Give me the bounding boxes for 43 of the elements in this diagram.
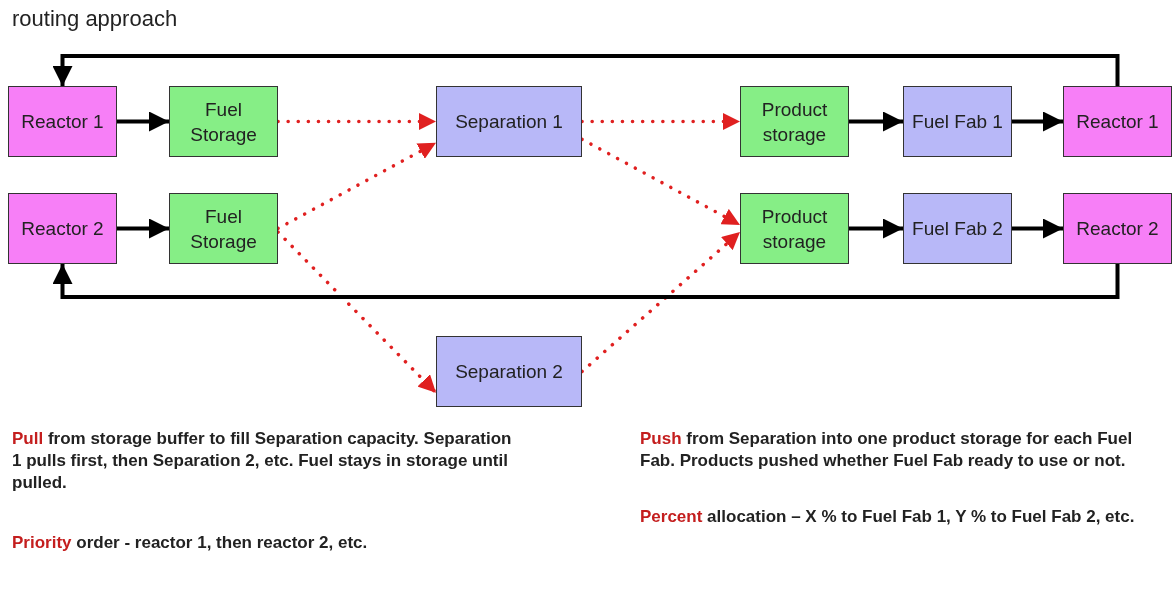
storage-box <box>740 193 849 264</box>
arrow <box>849 218 903 239</box>
box-label: Reactor 2 <box>20 217 105 241</box>
arrow <box>52 264 1120 299</box>
dotted-arrow <box>276 230 438 395</box>
arrow <box>117 218 169 239</box>
dotted-arrow <box>276 112 438 131</box>
arrow <box>849 111 903 132</box>
box-label: Fuel Storage <box>189 204 258 254</box>
reactor-box <box>8 86 117 157</box>
arrow <box>1012 218 1063 239</box>
process-box <box>903 86 1012 157</box>
box-label: Product storage <box>760 97 829 147</box>
box-label: Fuel Fab 2 <box>911 217 1004 241</box>
box-label: Product storage <box>760 204 829 254</box>
process-box <box>436 336 582 407</box>
dotted-arrow <box>580 230 742 374</box>
box-label: Fuel Storage <box>189 97 258 147</box>
storage-box <box>169 86 278 157</box>
dotted-arrow <box>276 141 438 231</box>
note-text: Push from Separation into one product storage for each Fuel Fab. Products pushed whether Fuel Fab ready to use or not. <box>640 428 1134 472</box>
arrow <box>117 111 169 132</box>
note-text: Pull from storage buffer to fill Separation capacity. Separation 1 pulls first, then Separation 2, etc. Fuel stays in storage until pulled. <box>12 428 512 494</box>
reactor-box <box>8 193 117 264</box>
storage-box <box>169 193 278 264</box>
arrow <box>1012 111 1063 132</box>
box-label: Reactor 1 <box>1075 110 1160 134</box>
reactor-box <box>1063 193 1172 264</box>
diagram-title: routing approach <box>12 6 178 32</box>
note-text: Priority order - reactor 1, then reactor 2, etc. <box>12 532 369 554</box>
storage-box <box>740 86 849 157</box>
note-text: Percent allocation – X % to Fuel Fab 1, Y % to Fuel Fab 2, etc. <box>640 506 1136 528</box>
box-label: Reactor 2 <box>1075 217 1160 241</box>
reactor-box <box>1063 86 1172 157</box>
box-label: Separation 2 <box>454 360 564 384</box>
box-label: Reactor 1 <box>20 110 105 134</box>
arrow <box>52 54 1120 86</box>
dotted-arrow <box>580 137 742 227</box>
box-label: Fuel Fab 1 <box>911 110 1004 134</box>
dotted-arrow <box>580 112 742 131</box>
process-box <box>436 86 582 157</box>
box-label: Separation 1 <box>454 110 564 134</box>
process-box <box>903 193 1012 264</box>
